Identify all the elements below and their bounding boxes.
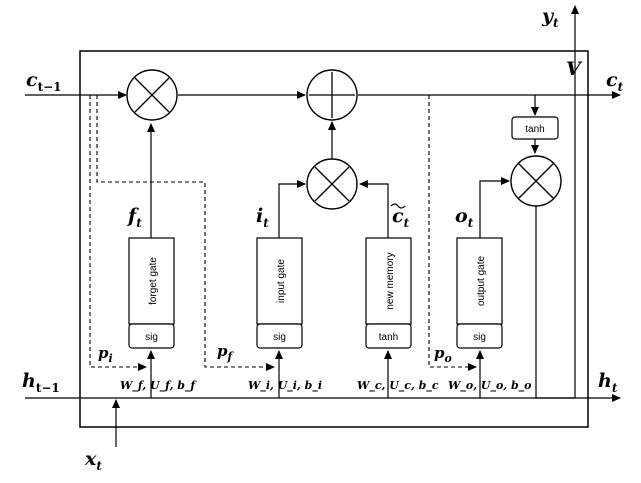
output-params: W_o, U_o, b_o <box>448 379 531 393</box>
cell-tanh-box: tanh <box>511 116 559 140</box>
peephole-o-line <box>428 95 477 371</box>
c-prev-label: ct−1 <box>26 69 62 94</box>
svg-text:ct: ct <box>392 205 410 230</box>
svg-text:tanh: tanh <box>379 332 398 343</box>
forget-gate-box: forget gate <box>128 237 175 325</box>
add-operator <box>306 69 358 121</box>
memory-gate-box: new memory <box>365 237 412 325</box>
p-i-label: pi <box>98 344 113 365</box>
multiply-forget-operator <box>126 69 178 121</box>
output-to-mult-line <box>479 177 510 238</box>
f-label: ft <box>126 205 142 230</box>
input-to-mult-line <box>278 180 306 238</box>
memory-activation-box: tanh <box>365 323 412 349</box>
svg-text:sig: sig <box>273 332 286 343</box>
o-label: ot <box>455 205 474 230</box>
peephole-i-line <box>89 95 147 371</box>
memory-gate-label: new memory <box>385 252 396 309</box>
output-activation-box: sig <box>456 323 503 349</box>
input-gate-label: input gate <box>276 259 287 303</box>
x-label: xt <box>84 448 102 473</box>
output-gate-label: output gate <box>476 256 487 306</box>
i-label: it <box>256 205 269 230</box>
multiply-input-operator <box>306 158 358 210</box>
input-params: W_i, U_i, b_i <box>248 379 322 393</box>
svg-text:sig: sig <box>145 332 158 343</box>
forget-params: W_f, U_f, b_f <box>120 379 197 393</box>
p-o-label: po <box>434 344 452 365</box>
c-tilde-label: ct <box>390 203 410 230</box>
peephole-f-line <box>96 95 275 371</box>
output-gate-box: output gate <box>456 237 503 325</box>
forget-activation-box: sig <box>128 323 175 349</box>
h-out-label: ht <box>598 370 618 395</box>
svg-text:tanh: tanh <box>525 124 544 135</box>
multiply-output-operator <box>510 155 562 207</box>
p-f-label: pf <box>217 342 235 363</box>
h-prev-label: ht−1 <box>22 370 60 395</box>
c-out-label: ct <box>606 69 624 94</box>
svg-text:sig: sig <box>473 332 486 343</box>
memory-params: W_c, U_c, b_c <box>357 379 439 393</box>
y-label: yt <box>541 5 559 30</box>
forget-gate-label: forget gate <box>148 257 159 305</box>
memory-to-mult-line <box>359 180 389 238</box>
input-activation-box: sig <box>256 323 303 349</box>
cell-boundary <box>79 50 589 428</box>
input-gate-box: input gate <box>256 237 303 325</box>
v-label: V <box>566 58 583 80</box>
